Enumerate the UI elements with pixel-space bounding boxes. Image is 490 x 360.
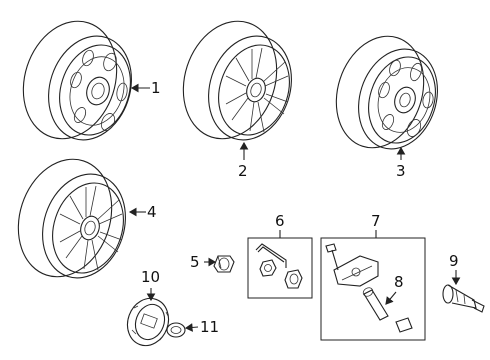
lug-nut-5 bbox=[213, 255, 235, 273]
callout-1: 1 bbox=[151, 79, 161, 97]
leader-line-11 bbox=[184, 323, 199, 332]
alloy-wheel-2 bbox=[182, 20, 292, 141]
valve-stem-8 bbox=[362, 287, 413, 333]
lock-kit-box-6 bbox=[247, 237, 313, 299]
wheel-lock-kit-6 bbox=[255, 243, 303, 289]
retaining-clip-11 bbox=[166, 322, 186, 338]
callout-4: 4 bbox=[147, 203, 157, 221]
callout-3: 3 bbox=[396, 162, 406, 180]
callout-2: 2 bbox=[238, 162, 248, 180]
steel-wheel-3 bbox=[335, 35, 438, 150]
callout-9: 9 bbox=[449, 252, 459, 270]
callout-5: 5 bbox=[190, 253, 200, 271]
callout-6: 6 bbox=[275, 212, 285, 230]
center-cap-10 bbox=[126, 297, 170, 347]
leader-line-8 bbox=[385, 291, 397, 305]
callout-10: 10 bbox=[141, 268, 160, 286]
steel-wheel-1 bbox=[22, 20, 132, 141]
callout-11: 11 bbox=[200, 318, 219, 336]
tpms-kit-box-7 bbox=[320, 237, 426, 341]
alloy-wheel-4 bbox=[17, 158, 126, 279]
callout-7: 7 bbox=[371, 212, 381, 230]
tpms-sensor-7 bbox=[325, 243, 379, 287]
valve-stem-9 bbox=[442, 284, 485, 313]
callout-8: 8 bbox=[394, 273, 404, 291]
